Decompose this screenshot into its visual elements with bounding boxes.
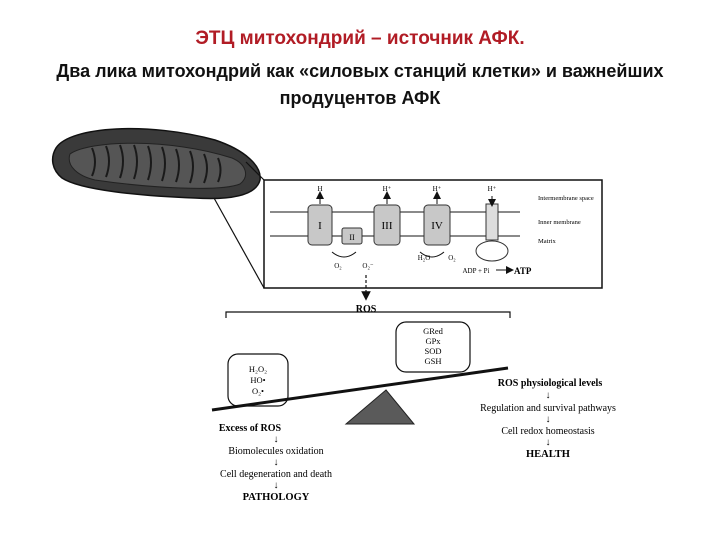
- slide-title: ЭТЦ митохондрий – источник АФК.: [195, 28, 525, 49]
- ros-connector: ROS: [225, 275, 511, 318]
- antioxidant-gpx: GPx: [425, 336, 441, 346]
- atp-synthase-head: [475, 240, 509, 262]
- inner-membrane-label: Inner membrane: [538, 219, 581, 226]
- ros-physiological-label: ROS physiological levels: [498, 378, 603, 389]
- oxidant-h2o2: H₂O₂: [249, 364, 267, 374]
- redox-homeostasis-label: Cell redox homeostasis: [501, 426, 594, 437]
- mitochondrion-illustration: [51, 127, 265, 289]
- balance-beam: [211, 366, 509, 412]
- right-arrow-3: ↓: [546, 437, 551, 448]
- regulation-survival-label: Regulation and survival pathways: [480, 403, 616, 414]
- intermembrane-label: Intermembrane space: [538, 195, 594, 202]
- health-label: HEALTH: [526, 449, 570, 460]
- proton-label-4: H⁺: [488, 185, 497, 193]
- complex-I-label: I: [318, 220, 322, 232]
- antioxidant-gsh: GSH: [424, 356, 441, 366]
- complex-II-box: [341, 227, 363, 245]
- complex-III-label: III: [382, 220, 393, 232]
- complex-IV-label: IV: [431, 220, 443, 232]
- complex-III-box: [373, 204, 401, 246]
- oxidant-o2: O₂•: [252, 386, 264, 396]
- complex-I-box: [307, 204, 333, 246]
- oxidant-ho: HO•: [250, 375, 265, 385]
- left-arrow-1: ↓: [274, 434, 279, 445]
- complex-II-label: II: [349, 233, 355, 242]
- proton-label-3: H⁺: [433, 185, 442, 193]
- complex-IV-box: [423, 204, 451, 246]
- proton-label-1: H: [317, 185, 322, 193]
- antioxidant-sod: SOD: [424, 346, 441, 356]
- ros-heading: ROS: [356, 304, 377, 315]
- slide-subtitle: Два лика митохондрий как «силовых станци…: [56, 61, 664, 108]
- left-arrow-3: ↓: [274, 480, 279, 491]
- proton-label-2: H⁺: [383, 185, 392, 193]
- excess-ros-label: Excess of ROS: [219, 423, 282, 434]
- reaction-o2-a: O₂: [334, 262, 342, 270]
- atp-synthase-stalk: [485, 203, 499, 241]
- reaction-superoxide: O₂⁻: [362, 262, 373, 270]
- oxidant-box: H₂O₂ HO• O₂•: [227, 353, 289, 407]
- balance-fulcrum: [344, 389, 416, 425]
- reaction-atp: ATP: [514, 266, 532, 276]
- right-arrow-1: ↓: [546, 390, 551, 401]
- cell-degeneration-label: Cell degeneration and death: [220, 469, 332, 480]
- right-outcome-chain: ROS physiological levels ↓ Regulation an…: [480, 378, 616, 460]
- antioxidant-gred: GRed: [423, 326, 444, 336]
- etc-inset-panel: I II III IV H H⁺ H⁺ H⁺ Intermembrane spa…: [263, 179, 603, 289]
- right-arrow-2: ↓: [546, 414, 551, 425]
- matrix-label: Matrix: [538, 238, 556, 245]
- left-arrow-2: ↓: [274, 457, 279, 468]
- left-outcome-chain: Excess of ROS ↓ Biomolecules oxidation ↓…: [219, 423, 332, 503]
- reaction-water: H₂O: [418, 254, 431, 262]
- biomolecules-oxidation-label: Biomolecules oxidation: [228, 446, 323, 457]
- antioxidant-box: GRed GPx SOD GSH: [395, 321, 471, 373]
- reaction-o2-b: O₂: [448, 254, 456, 262]
- reaction-adp: ADP + Pi: [462, 267, 489, 275]
- pathology-label: PATHOLOGY: [243, 492, 310, 503]
